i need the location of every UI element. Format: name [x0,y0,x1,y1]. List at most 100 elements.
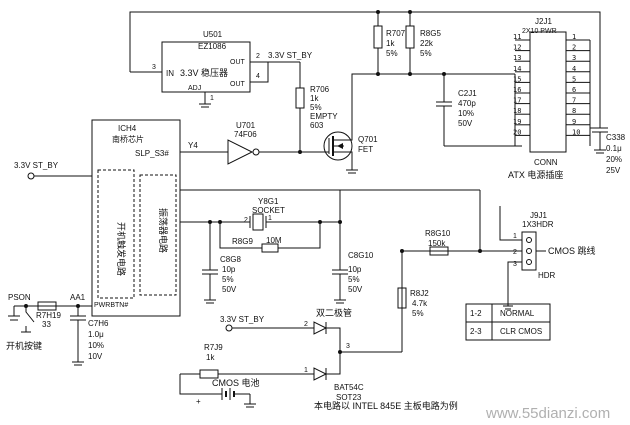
q701-fet: Q701 FET [300,128,378,174]
diode-p1: 1 [304,367,308,374]
j9j1-ref: J9J1 [530,211,547,220]
j2j1-right-pin-number: 9 [572,118,576,126]
diode-p3: 3 [346,343,350,350]
y8g1-pin1: 1 [268,215,272,222]
r8j2-ref: R8J2 [410,289,429,298]
j2j1-conn: CONN [534,158,558,167]
caption: 本电路以 INTEL 845E 主板电路为例 [314,400,458,411]
r8j2-tol: 5% [412,309,424,318]
c2j1-volt: 50V [458,119,473,128]
r8g9-value: 10M [266,236,282,245]
y4-net: Y4 [188,141,198,150]
bat54c-diode: 双二极管 3.3V ST_BY 2 1 3 BAT54C SOT23 R7J9 … [179,307,403,408]
power-key-label: 开机按键 [6,340,42,351]
u501-name: 3.3V 稳压器 [180,67,228,78]
c338-value: 0.1μ [606,144,622,153]
j2j1-right-pin-number: 2 [572,44,576,52]
jumper-row2-pins: 2-3 [470,327,482,336]
j9j1-label: CMOS 跳线 [548,245,596,256]
c8g8-tol: 5% [222,275,234,284]
y8g1-type: SOCKET [252,206,285,215]
r8g5-resistor: R8G5 22k 5% [405,25,441,74]
j2j1-right-pin-number: 6 [572,86,576,94]
r8g5-ref: R8G5 [420,29,441,38]
r707-tol: 5% [386,49,398,58]
jumper-table: 1-2 NORMAL 2-3 CLR CMOS [465,303,551,341]
j2j1-type: 2X10 PWR [522,28,557,35]
diode-ref: BAT54C [334,383,364,392]
r8g9-ref: R8G9 [232,237,253,246]
j9j1-hdr: HDR [538,271,556,280]
j9j1-header: J9J1 1X3HDR HDR CMOS 跳线 1 2 3 [180,189,596,310]
ich4-name: 南桥芯片 [112,134,144,144]
u501-adj: ADJ [188,85,201,92]
u701-ref: U701 [236,121,256,130]
j2j1-left-pin-number: 14 [513,65,521,73]
r706-resistor: R706 1k 5% EMPTY 603 [295,62,338,154]
u501-in: IN [166,69,174,78]
r8g5-value: 22k [420,39,434,48]
watermark-text: www.55dianzi.com [485,405,610,422]
c8g10-value: 10p [348,265,362,274]
c8g8-value: 10p [222,265,236,274]
j2j1-right-pin-number: 10 [572,128,580,136]
diode-label: 双二极管 [316,307,352,318]
c8g10-ref: C8G10 [348,251,374,260]
jumper-row1-pins: 1-2 [470,309,482,318]
r7h19-value: 33 [42,320,51,329]
r707-ref: R707 [386,29,406,38]
net-33v-stby-bottom: 3.3V ST_BY [220,315,265,324]
r706-note1: EMPTY [310,112,338,121]
u501-ref: U501 [203,30,223,39]
net-33v-stby-left: 3.3V ST_BY [14,161,59,170]
r8g5-tol: 5% [420,49,432,58]
u701-part: 74F06 [234,130,257,139]
u501-pin4: 4 [256,73,260,80]
r707-value: 1k [386,39,395,48]
j2j1-right-pin-number: 4 [572,65,576,73]
net-33v-stby-top: 3.3V ST_BY [268,51,313,60]
c8g8-volt: 50V [222,285,237,294]
c8g8-ref: C8G8 [220,255,241,264]
ich4-ref: ICH4 [118,124,137,133]
y8g1-pin2: 2 [244,217,248,224]
j2j1-left-pin-number: 17 [513,97,521,105]
r8j2-resistor: R8J2 4.7k 5% [397,249,429,340]
battery-label: CMOS 电池 [212,377,260,388]
u701-inverter: Y4 U701 74F06 [180,121,300,165]
top-rail-wire [129,10,601,128]
ich4-osc-circuit: 振荡器电路 [158,208,169,253]
j2j1-right-pin-number: 7 [572,97,576,105]
c7h6-volt: 10V [88,352,103,361]
c338-volt: 25V [606,166,621,175]
j2j1-right-pin-number: 1 [572,33,576,41]
pson-label: PSON [8,293,31,302]
u501-part: EZ1086 [198,42,227,51]
j2j1-label: ATX 电源插座 [508,169,563,180]
j2j1-right-pin-number: 3 [572,54,576,62]
j2j1-connector: J2J1 2X10 PWR CONN ATX 电源插座 111213141516… [508,17,600,180]
r8g10-value: 150k [428,239,446,248]
c338-capacitor: C338 0.1μ 20% 25V [592,127,626,175]
q701-type: FET [358,145,373,154]
j2j1-ref: J2J1 [535,17,552,26]
j2j1-left-pin-number: 20 [513,128,521,136]
u501-pin2: 2 [256,53,260,60]
c2j1-capacitor: C2J1 470p 10% 50V [436,89,515,147]
ich4-sw-circuit: 开机触发电路 [116,222,127,276]
ich4-pwrbtn: PWRBTN# [94,302,128,309]
j2j1-right-pin-number: 8 [572,107,576,115]
c338-ref: C338 [606,133,626,142]
r707-resistor: R707 1k 5% [373,25,406,74]
c8g10-volt: 50V [348,285,363,294]
c7h6-ref: C7H6 [88,319,109,328]
r7j9-value: 1k [206,353,215,362]
r7j9-ref: R7J9 [204,343,223,352]
c8g10-tol: 5% [348,275,360,284]
u501-pin3: 3 [152,64,156,71]
jumper-row1-mode: NORMAL [500,309,535,318]
diode-p2: 2 [304,321,308,328]
q701-ref: Q701 [358,135,378,144]
